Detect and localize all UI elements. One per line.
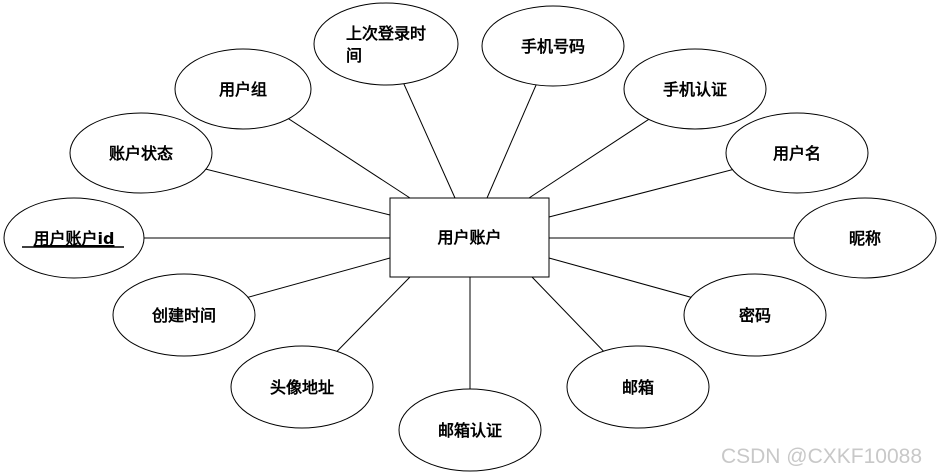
attribute-ellipse [69,112,213,194]
attribute-ellipse [112,273,256,357]
attribute-label: 账户状态 [109,144,173,163]
attribute-label: 邮箱认证 [438,421,502,440]
attribute-account_status: 账户状态 [69,112,213,194]
attribute-account_id: 用户账户id [3,197,145,279]
attribute-nickname: 昵称 [793,197,937,279]
attribute-username: 用户名 [725,112,869,194]
attribute-phone_verified: 手机认证 [623,48,767,130]
attribute-ellipse [481,5,625,87]
attribute-password: 密码 [683,273,827,357]
attribute-label: 昵称 [849,229,881,248]
attribute-ellipse [174,48,312,130]
attribute-phone_number: 手机号码 [481,5,625,87]
attribute-label: 手机认证 [663,80,727,99]
attribute-label: 上次登录时 [346,24,426,43]
attribute-label: 用户名 [773,144,821,163]
attribute-ellipse [566,345,710,429]
attribute-label: 手机号码 [521,37,585,56]
attribute-ellipse [3,197,145,279]
attribute-ellipse [623,48,767,130]
attribute-avatar_url: 头像地址 [230,345,374,429]
attribute-label: 用户组 [219,80,267,99]
attribute-label: 用户账户id [34,229,115,248]
attribute-ellipse [398,388,542,472]
attribute-ellipse [683,273,827,357]
attribute-label: 创建时间 [151,306,216,325]
attribute-label: 邮箱 [622,378,654,397]
attribute-created_time: 创建时间 [112,273,256,357]
attribute-label: 间 [346,46,362,65]
entity-label: 用户账户 [437,228,501,247]
attribute-ellipse [313,2,459,86]
attribute-ellipse [793,197,937,279]
watermark: CSDN @CXKF10088 [721,445,922,468]
attribute-label: 头像地址 [270,378,334,397]
attribute-ellipse [230,345,374,429]
attribute-email_verified: 邮箱认证 [398,388,542,472]
attribute-label: 密码 [738,306,771,325]
attribute-ellipse [725,112,869,194]
attribute-email: 邮箱 [566,345,710,429]
attribute-user_group: 用户组 [174,48,312,130]
entity-box [389,197,550,278]
